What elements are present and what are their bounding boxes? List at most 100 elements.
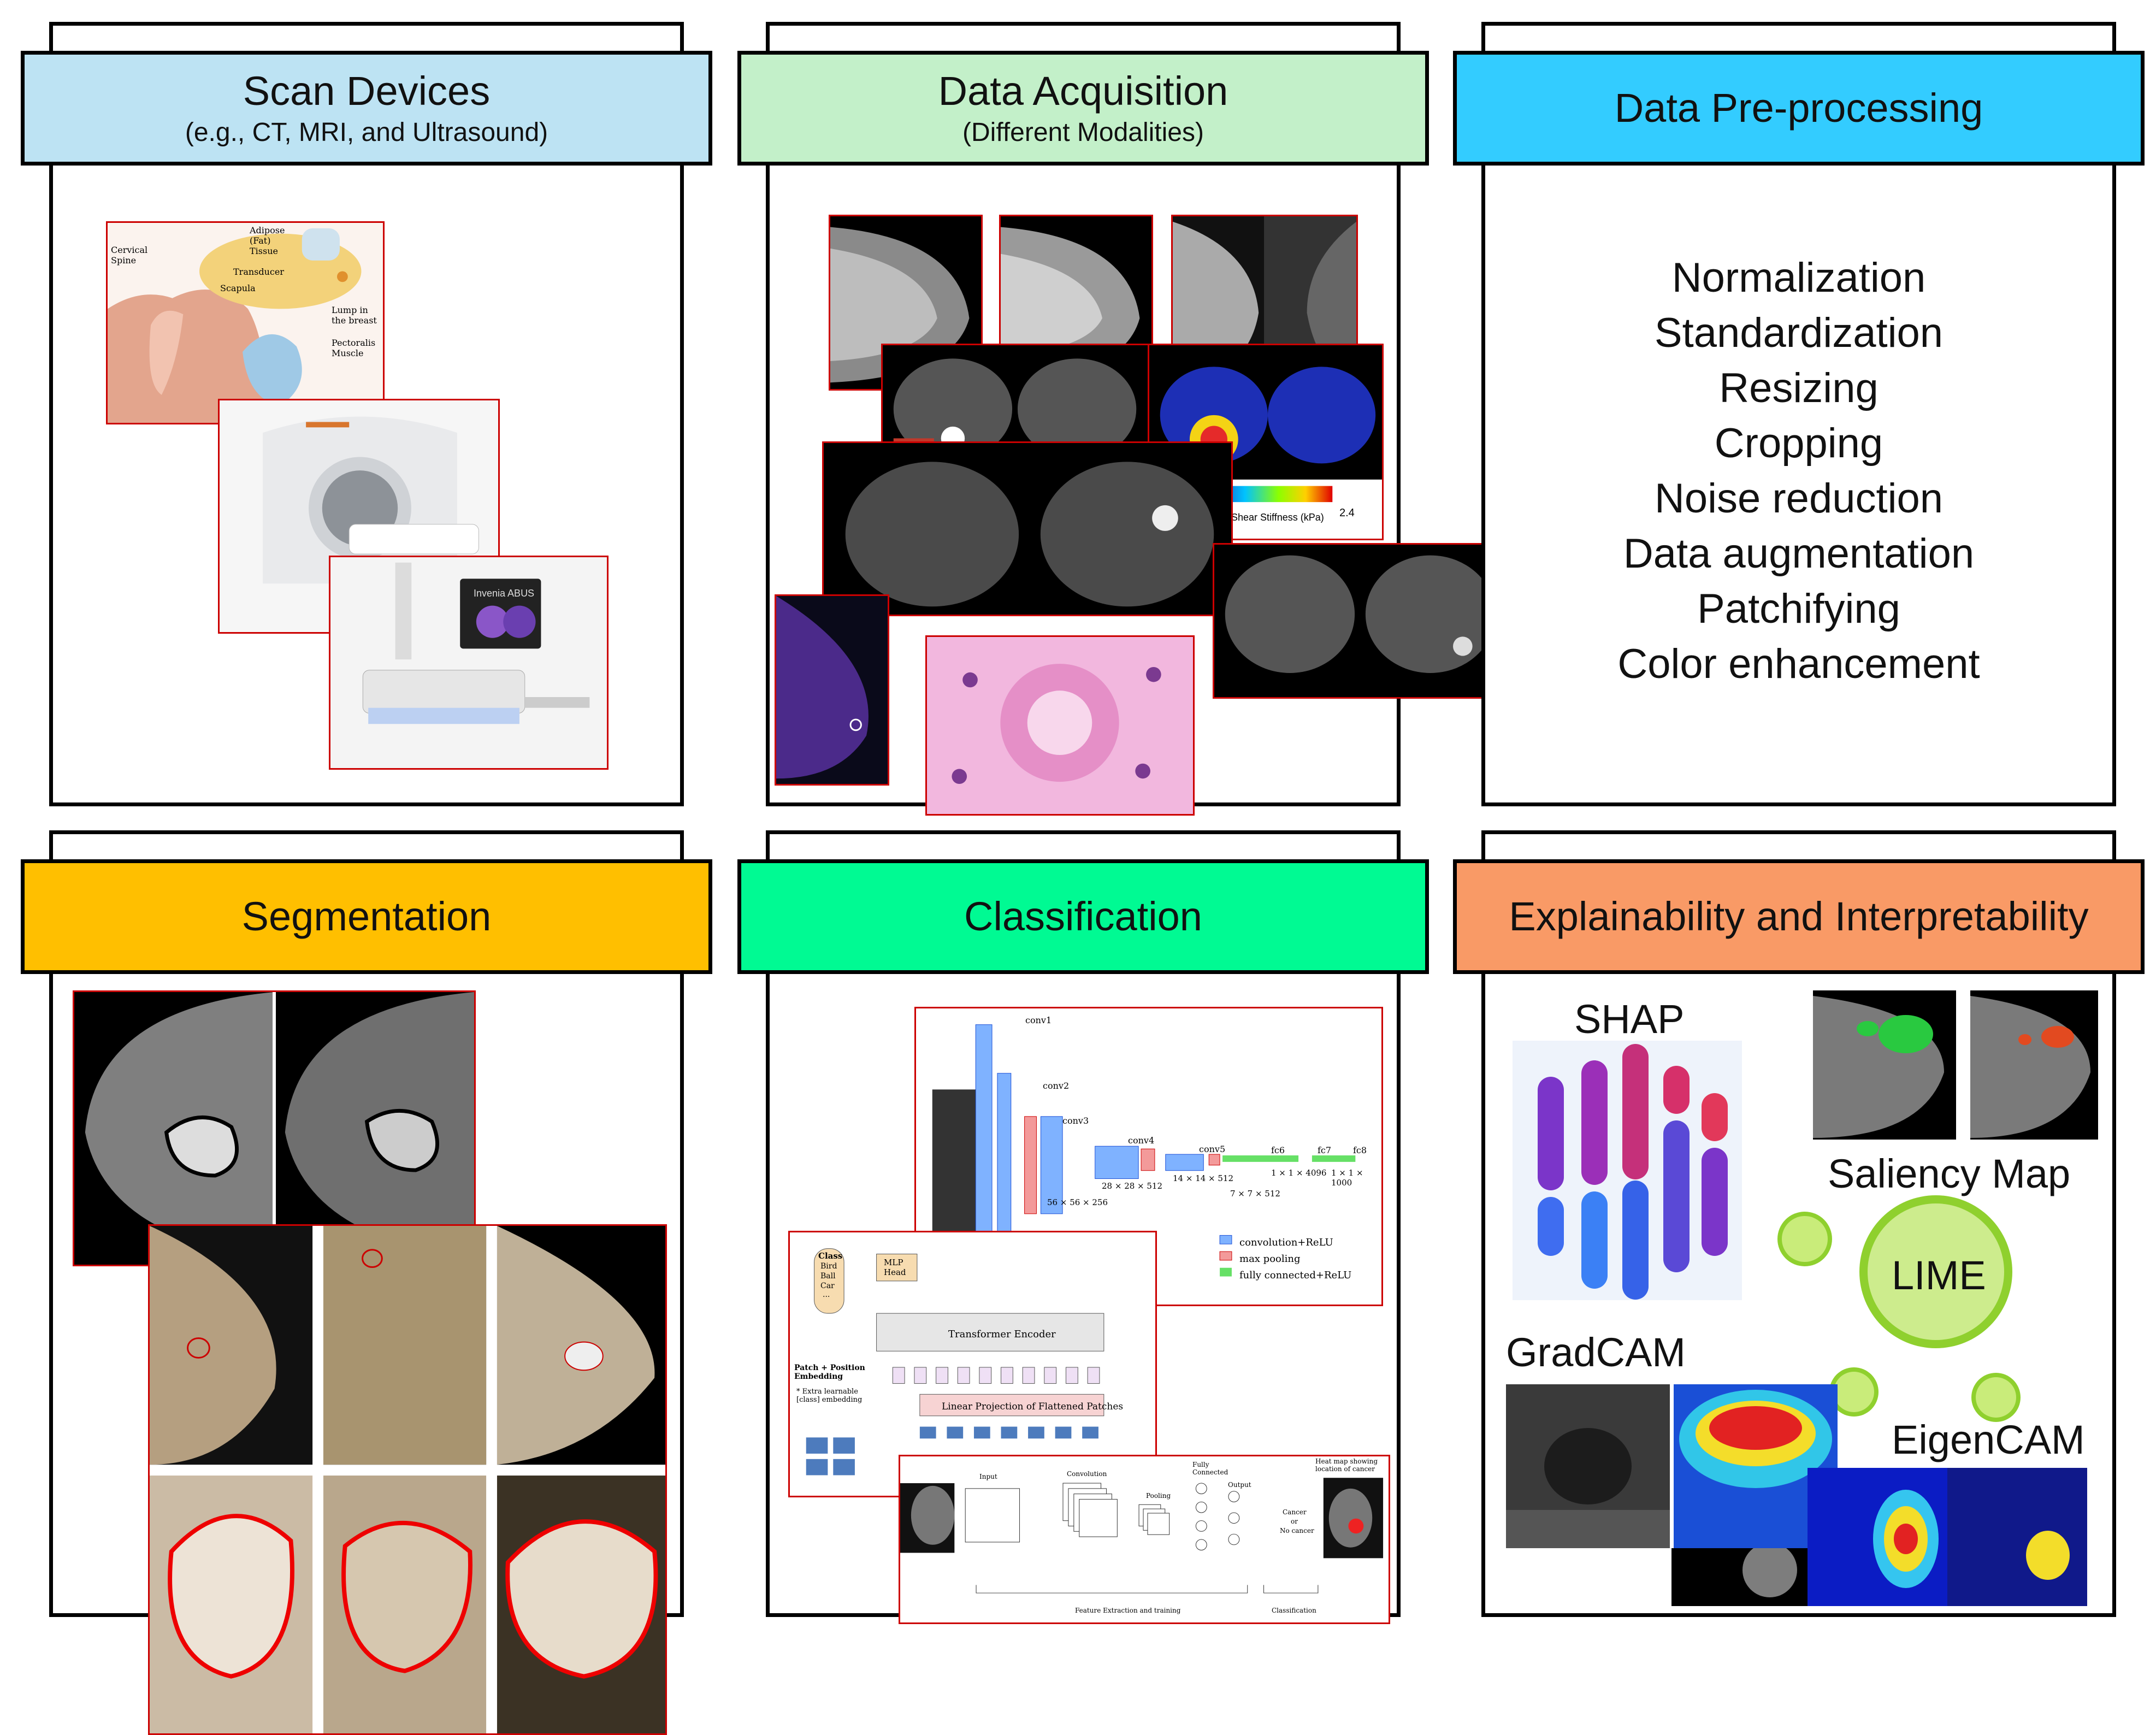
pipeline-input-label: Input xyxy=(979,1473,997,1480)
panel-data-preprocessing: Data Pre-processing Normalization Standa… xyxy=(1453,22,2145,806)
vit-class-heading: Class xyxy=(818,1251,843,1261)
cnn-dim-3: 14 × 14 × 512 xyxy=(1173,1173,1234,1183)
anatomy-label-transducer: Transducer xyxy=(233,267,284,277)
colorbar-title: Shear Stiffness (kPa) xyxy=(1231,512,1324,523)
step-patchifying: Patchifying xyxy=(1697,586,1900,632)
panel-header: Explainability and Interpretability xyxy=(1453,859,2145,974)
pipeline-fc-label: Fully Connected xyxy=(1192,1461,1228,1476)
panel-title: Classification xyxy=(964,894,1202,940)
vit-extra-embedding: * Extra learnable [class] embedding xyxy=(796,1388,863,1404)
panel-title: Segmentation xyxy=(241,894,492,940)
cnn-layer-conv3: conv3 xyxy=(1062,1116,1089,1126)
panel-title: Explainability and Interpretability xyxy=(1509,894,2089,940)
panel-body xyxy=(53,974,680,1735)
step-standardization: Standardization xyxy=(1654,310,1944,356)
vit-patch-embedding: Patch + Position Embedding xyxy=(794,1364,865,1381)
panel-header: Classification xyxy=(737,859,1429,974)
vit-linear-projection: Linear Projection of Flattened Patches xyxy=(942,1401,1124,1412)
saliency-map-label: Saliency Map xyxy=(1828,1151,2071,1196)
pipeline-output-cancer: Cancer xyxy=(1283,1508,1307,1516)
cnn-layer-fc7: fc7 xyxy=(1318,1145,1332,1155)
cnn-legend-conv: convolution+ReLU xyxy=(1239,1237,1333,1248)
panel-body: 0 2.4 Shear Stiffness (kPa) xyxy=(770,166,1504,816)
step-data-augmentation: Data augmentation xyxy=(1623,530,1975,577)
cnn-legend-pool: max pooling xyxy=(1239,1253,1301,1265)
panel-explainability: Explainability and Interpretability SHAP xyxy=(1453,830,2145,1617)
segmented-mammogram-grid xyxy=(148,1224,667,1735)
vit-class-bird: Bird xyxy=(820,1262,837,1271)
panel-body: SHAP Salie xyxy=(1485,974,2112,1613)
panel-body: conv1 conv2 conv3 conv4 conv5 fc6 fc7 fc… xyxy=(770,974,1397,1624)
breast-exam-illustration: Cervical Spine Scapula Adipose (Fat) Tis… xyxy=(106,221,385,424)
step-normalization: Normalization xyxy=(1671,255,1926,301)
preprocessing-steps-list: Normalization Standardization Resizing C… xyxy=(1485,250,2112,692)
panel-scan-devices: Scan Devices (e.g., CT, MRI, and Ultraso… xyxy=(21,22,712,806)
panel-body: Cervical Spine Scapula Adipose (Fat) Tis… xyxy=(53,166,680,802)
abus-device-label: Invenia ABUS xyxy=(474,588,535,599)
cnn-layer-fc6: fc6 xyxy=(1271,1145,1285,1155)
panel-header: Scan Devices (e.g., CT, MRI, and Ultraso… xyxy=(21,51,712,166)
pipeline-conv-label: Convolution xyxy=(1067,1470,1107,1478)
panel-body: Normalization Standardization Resizing C… xyxy=(1485,166,2112,802)
saliency-map-image-2 xyxy=(1970,990,2098,1140)
step-resizing: Resizing xyxy=(1719,365,1879,411)
shap-label: SHAP xyxy=(1574,996,1685,1042)
step-color-enhancement: Color enhancement xyxy=(1617,641,1980,687)
saliency-map-image-1 xyxy=(1813,990,1956,1140)
panel-title: Scan Devices xyxy=(243,68,491,114)
cnn-layer-fc8: fc8 xyxy=(1353,1145,1367,1155)
eigencam-heatmap-image xyxy=(1808,1468,2087,1606)
step-noise-reduction: Noise reduction xyxy=(1654,475,1944,522)
vit-mlp-head: MLP Head xyxy=(884,1258,906,1277)
panel-subtitle: (e.g., CT, MRI, and Ultrasound) xyxy=(185,118,548,147)
panel-header: Data Pre-processing xyxy=(1453,51,2145,166)
colorbar-max-label: 2.4 xyxy=(1339,507,1355,519)
panel-title: Data Acquisition xyxy=(938,68,1228,114)
histopathology-image xyxy=(925,635,1195,816)
abus-device-image: Invenia ABUS xyxy=(329,556,609,770)
panel-segmentation: Segmentation xyxy=(21,830,712,1735)
gradcam-ultrasound-image xyxy=(1506,1384,1670,1548)
vit-class-car: Car xyxy=(820,1282,835,1290)
cnn-legend-fc: fully connected+ReLU xyxy=(1239,1270,1352,1281)
anatomy-label-pectoralis: Pectoralis Muscle xyxy=(332,338,376,358)
pipeline-output-label: Output xyxy=(1228,1481,1251,1489)
vit-transformer-encoder: Transformer Encoder xyxy=(948,1329,1056,1340)
eigencam-label: EigenCAM xyxy=(1892,1417,2085,1462)
cancer-classification-pipeline: Input Convolution Pooling Fully Connecte… xyxy=(899,1455,1390,1624)
panel-title: Data Pre-processing xyxy=(1614,85,1983,131)
panel-subtitle: (Different Modalities) xyxy=(962,118,1204,147)
pipeline-section-feature: Feature Extraction and training xyxy=(1075,1607,1181,1614)
step-cropping: Cropping xyxy=(1714,420,1883,467)
cnn-dim-2: 28 × 28 × 512 xyxy=(1102,1181,1163,1191)
vit-architecture-diagram: Class Bird Ball Car ... MLP Head Transfo… xyxy=(788,1231,1157,1497)
vit-class-ball: Ball xyxy=(820,1272,836,1280)
pipeline-output-or: or xyxy=(1291,1518,1298,1525)
anatomy-label-scapula: Scapula xyxy=(220,283,256,293)
eigencam-base-image xyxy=(1671,1548,1808,1606)
anatomy-label-cervical: Cervical Spine xyxy=(111,245,148,265)
breast-mri-sagittal-image xyxy=(1213,543,1504,699)
anatomy-label-adipose: Adipose (Fat) Tissue xyxy=(250,225,285,256)
cnn-layer-conv5: conv5 xyxy=(1199,1144,1226,1154)
lime-image xyxy=(1777,1195,2078,1436)
cnn-layer-conv2: conv2 xyxy=(1043,1081,1070,1091)
cnn-dim-1: 56 × 56 × 256 xyxy=(1047,1197,1108,1207)
contrast-mammogram-image xyxy=(775,594,889,786)
cnn-layer-conv4: conv4 xyxy=(1128,1135,1155,1146)
panel-header: Data Acquisition (Different Modalities) xyxy=(737,51,1429,166)
anatomy-label-lump: Lump in the breast xyxy=(332,305,377,326)
pipeline-section-classification: Classification xyxy=(1272,1607,1316,1614)
shap-logo xyxy=(1513,1041,1742,1300)
cnn-layer-conv1: conv1 xyxy=(1025,1015,1052,1025)
breast-mri-coronal-image xyxy=(822,441,1233,616)
pipeline-heatmap-label: Heat map showing location of cancer xyxy=(1315,1457,1378,1473)
lime-label: LIME xyxy=(1892,1253,1986,1298)
cnn-dim-5: 1 × 1 × 4096 xyxy=(1271,1168,1327,1178)
pipeline-output-no-cancer: No cancer xyxy=(1280,1527,1314,1535)
gradcam-label: GradCAM xyxy=(1506,1330,1686,1375)
vit-class-more: ... xyxy=(823,1290,830,1299)
pipeline-pool-label: Pooling xyxy=(1146,1492,1171,1500)
cnn-dim-4: 7 × 7 × 512 xyxy=(1230,1189,1280,1199)
cnn-dim-6: 1 × 1 × 1000 xyxy=(1331,1168,1363,1188)
